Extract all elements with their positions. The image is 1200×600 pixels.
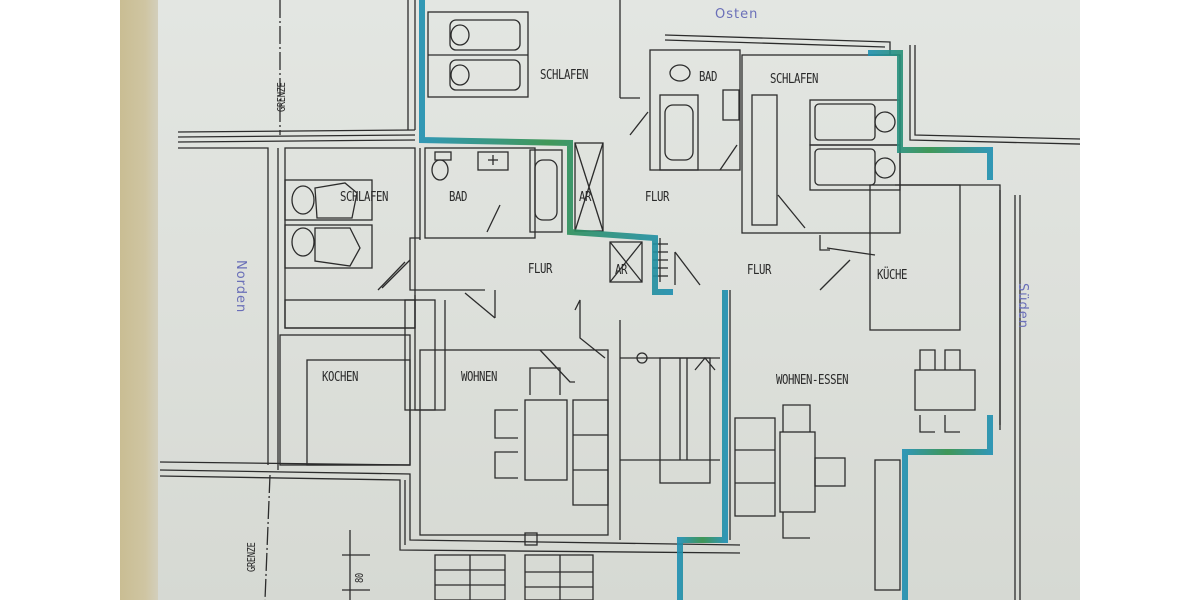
room-label-kochen: KOCHEN <box>322 370 359 385</box>
room-label-schlafen-right: SCHLAFEN <box>770 72 819 87</box>
compass-label-south: Süden <box>1015 283 1030 329</box>
boundary-label-top: GRENZE <box>275 82 288 112</box>
room-label-kueche: KÜCHE <box>877 268 908 283</box>
dimension-label: 80 <box>353 573 366 583</box>
room-label-flur-top: FLUR <box>645 190 670 205</box>
room-label-bad-right: BAD <box>699 70 718 85</box>
floor-plan-photo: SCHLAFEN SCHLAFEN SCHLAFEN BAD BAD AR AR… <box>120 0 1080 600</box>
room-label-wohnen-essen: WOHNEN-ESSEN <box>776 373 849 388</box>
room-label-flur-right: FLUR <box>747 263 772 278</box>
room-label-ar-lower: AR <box>615 263 628 278</box>
room-label-schlafen-top: SCHLAFEN <box>540 68 589 83</box>
compass-label-north: Norden <box>233 260 248 314</box>
room-label-ar-upper: AR <box>579 190 592 205</box>
compass-label-east: Osten <box>715 7 759 22</box>
floor-plan-drawing <box>159 0 1080 600</box>
boundary-label-bottom: GRENZE <box>245 542 258 572</box>
room-label-schlafen-left: SCHLAFEN <box>340 190 389 205</box>
room-label-flur-left: FLUR <box>528 262 553 277</box>
room-label-wohnen: WOHNEN <box>461 370 498 385</box>
table-edge <box>120 0 162 600</box>
room-label-bad-left: BAD <box>449 190 468 205</box>
